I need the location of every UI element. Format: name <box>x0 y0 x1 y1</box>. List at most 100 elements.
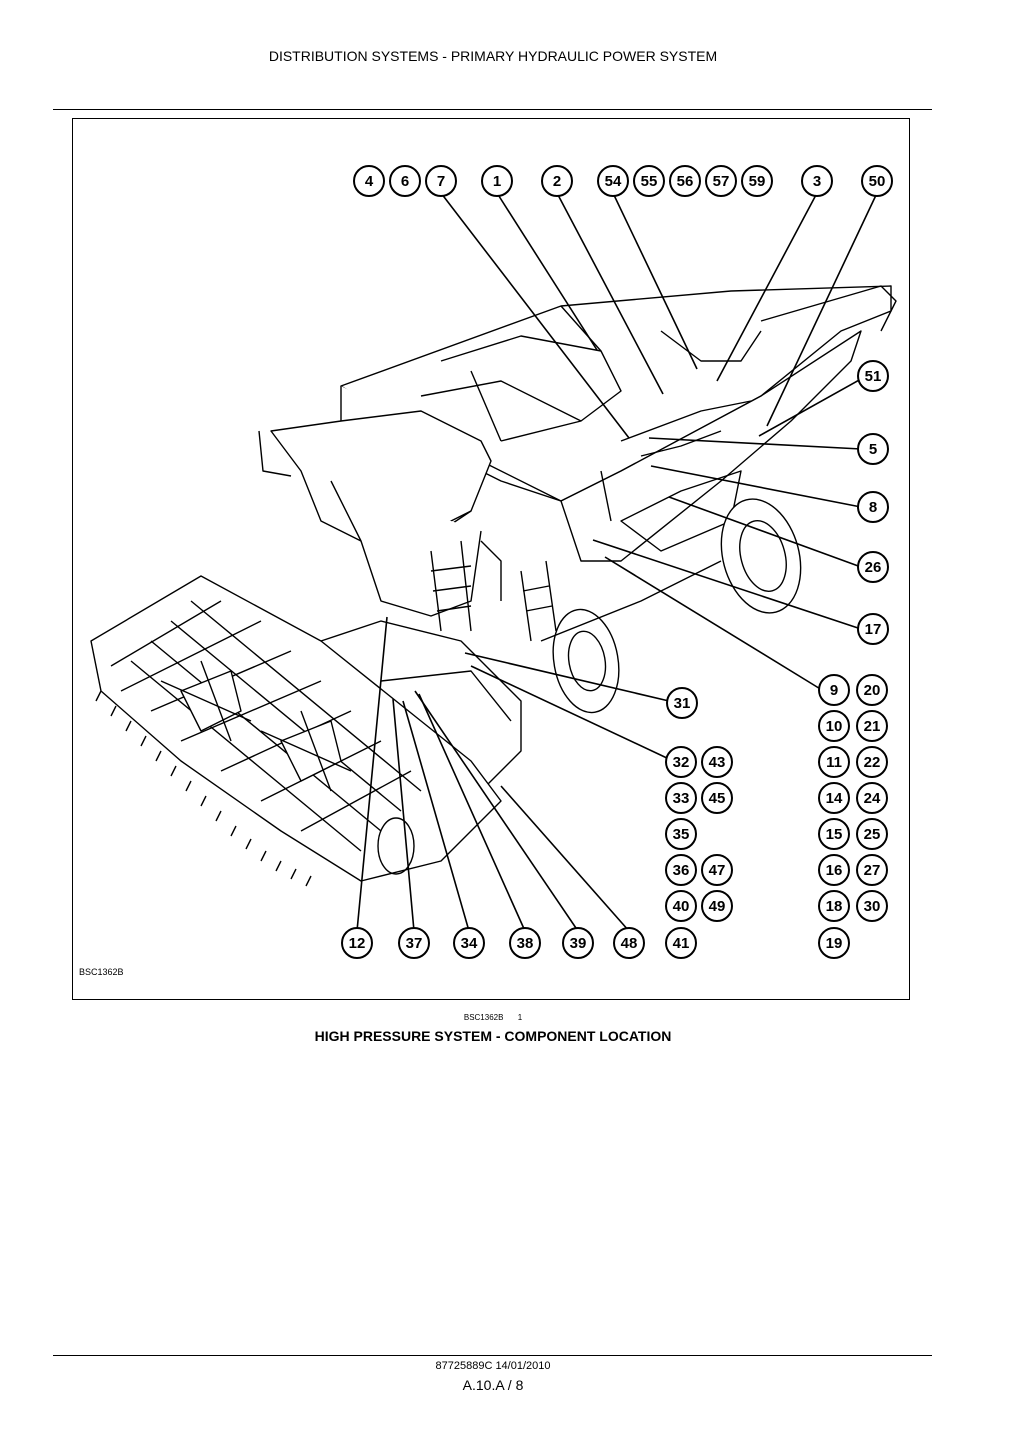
callout-2: 2 <box>541 165 573 197</box>
callout-38: 38 <box>509 927 541 959</box>
callout-label: 4 <box>365 173 374 190</box>
callout-9: 9 <box>818 674 850 706</box>
callout-label: 35 <box>673 826 690 843</box>
figure-caption-ref: BSC1362B 1 <box>0 1013 986 1022</box>
callout-circle <box>701 746 733 778</box>
footer-rule <box>53 1355 932 1356</box>
callout-label: 10 <box>826 718 843 735</box>
callout-circle <box>856 854 888 886</box>
callout-label: 33 <box>673 790 690 807</box>
callout-circle <box>705 165 737 197</box>
callout-label: 57 <box>713 173 730 190</box>
callout-circle <box>857 613 889 645</box>
callout-circle <box>856 746 888 778</box>
callout-circle <box>562 927 594 959</box>
callout-57: 57 <box>705 165 737 197</box>
callout-circle <box>701 854 733 886</box>
callout-circle <box>389 165 421 197</box>
callout-circle <box>801 165 833 197</box>
callout-26: 26 <box>857 551 889 583</box>
callout-24: 24 <box>856 782 888 814</box>
callout-circle <box>669 165 701 197</box>
caption-figure-number: 1 <box>517 1013 523 1022</box>
callout-circle <box>856 890 888 922</box>
callout-circle <box>856 710 888 742</box>
callout-label: 31 <box>674 695 691 712</box>
callout-circle <box>701 782 733 814</box>
callout-label: 54 <box>605 173 622 190</box>
header-rule <box>53 109 932 110</box>
callout-label: 22 <box>864 754 881 771</box>
callout-label: 56 <box>677 173 694 190</box>
callout-label: 49 <box>709 898 726 915</box>
callout-circle <box>453 927 485 959</box>
callout-circle <box>665 746 697 778</box>
callout-label: 3 <box>813 173 821 190</box>
callout-15: 15 <box>818 818 850 850</box>
callout-label: 24 <box>864 790 881 807</box>
callout-6: 6 <box>389 165 421 197</box>
callout-circle <box>856 674 888 706</box>
callout-circle <box>613 927 645 959</box>
callout-label: 41 <box>673 935 690 952</box>
callout-label: 6 <box>401 173 409 190</box>
callout-circle <box>818 890 850 922</box>
callout-label: 25 <box>864 826 881 843</box>
callout-circle <box>818 818 850 850</box>
callout-circle <box>597 165 629 197</box>
callout-label: 5 <box>869 441 877 458</box>
callout-label: 48 <box>621 935 638 952</box>
callout-37: 37 <box>398 927 430 959</box>
callout-50: 50 <box>861 165 893 197</box>
callout-32: 32 <box>665 746 697 778</box>
callout-label: 36 <box>673 862 690 879</box>
callout-circle <box>818 927 850 959</box>
callout-14: 14 <box>818 782 850 814</box>
callout-20: 20 <box>856 674 888 706</box>
callout-25: 25 <box>856 818 888 850</box>
callout-circle <box>665 927 697 959</box>
footer-page-number: A.10.A / 8 <box>462 1377 524 1393</box>
callout-31: 31 <box>666 687 698 719</box>
callout-label: 20 <box>864 682 881 699</box>
callout-label: 30 <box>864 898 881 915</box>
callout-label: 45 <box>709 790 726 807</box>
callout-circle <box>665 890 697 922</box>
callout-label: 9 <box>830 682 838 699</box>
callout-4: 4 <box>353 165 385 197</box>
callout-21: 21 <box>856 710 888 742</box>
figure-drawing-id: BSC1362B <box>79 967 124 977</box>
callout-label: 39 <box>570 935 587 952</box>
callout-circle <box>818 710 850 742</box>
callout-circle <box>857 551 889 583</box>
callout-54: 54 <box>597 165 629 197</box>
callout-36: 36 <box>665 854 697 886</box>
callout-11: 11 <box>818 746 850 778</box>
callout-56: 56 <box>669 165 701 197</box>
callout-3: 3 <box>801 165 833 197</box>
callout-18: 18 <box>818 890 850 922</box>
callout-49: 49 <box>701 890 733 922</box>
footer-doc-ref: 87725889C 14/01/2010 <box>435 1360 551 1372</box>
callout-circle <box>665 854 697 886</box>
callout-label: 19 <box>826 935 843 952</box>
callout-48: 48 <box>613 927 645 959</box>
callout-circle <box>818 854 850 886</box>
callout-8: 8 <box>857 491 889 523</box>
callout-55: 55 <box>633 165 665 197</box>
callout-27: 27 <box>856 854 888 886</box>
callout-label: 14 <box>826 790 843 807</box>
callout-label: 15 <box>826 826 843 843</box>
callout-label: 7 <box>437 173 445 190</box>
callout-label: 17 <box>865 621 882 638</box>
callout-label: 18 <box>826 898 843 915</box>
callout-40: 40 <box>665 890 697 922</box>
callout-59: 59 <box>741 165 773 197</box>
callout-41: 41 <box>665 927 697 959</box>
callout-label: 26 <box>865 559 882 576</box>
callout-label: 50 <box>869 173 886 190</box>
callout-label: 8 <box>869 499 877 516</box>
